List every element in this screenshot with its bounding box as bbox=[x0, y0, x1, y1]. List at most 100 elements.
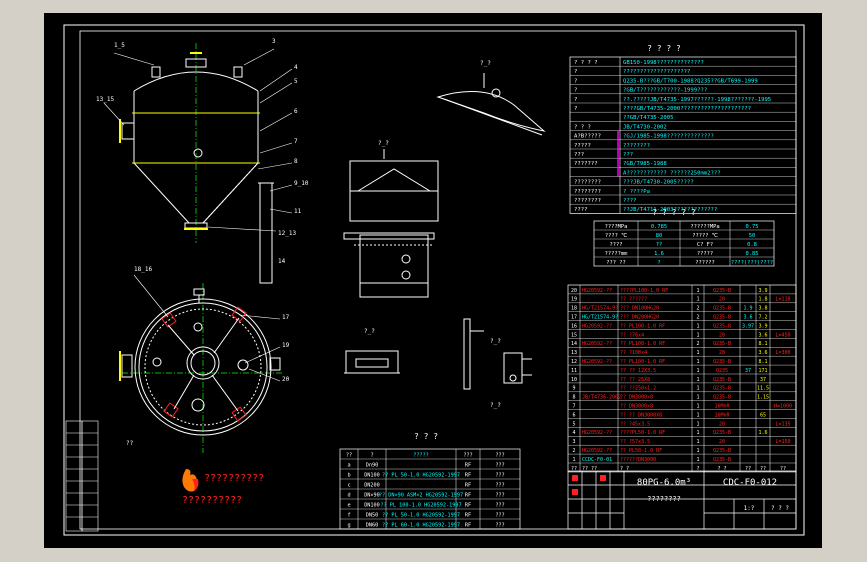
parts-cell: 1 bbox=[696, 421, 699, 427]
tech-row-text: ? ????Pa bbox=[623, 189, 650, 195]
parts-cell: 20 bbox=[719, 350, 725, 356]
label-1-5: 1_5 bbox=[114, 42, 125, 49]
tech-row-label: A?B????? bbox=[574, 134, 601, 140]
drawing-subtitle: ???????? bbox=[647, 495, 681, 503]
tech-row-label: ??? bbox=[574, 152, 584, 158]
product-name: 80PG-6.0m³ bbox=[637, 478, 691, 488]
design-cell: 80 bbox=[656, 233, 663, 239]
nozzle-cell: ??? bbox=[495, 503, 504, 509]
parts-cell: Q235-B bbox=[713, 315, 731, 321]
parts-cell: 3.9 bbox=[758, 323, 767, 329]
nozzle-cell: Dn90 bbox=[366, 463, 379, 469]
tech-row-text: ??.?????JB/T4735-1997??????-1998???????-… bbox=[623, 97, 771, 103]
detail-label-f: ?? bbox=[126, 440, 134, 447]
parts-cell: 1 bbox=[696, 332, 699, 338]
parts-cell: 3 bbox=[572, 439, 575, 445]
parts-cell: ????PL100-1.0 RF bbox=[620, 288, 668, 294]
tech-row-text: ?GB/T985-1988 bbox=[623, 161, 667, 167]
parts-cell: 11 bbox=[571, 368, 577, 374]
parts-cell: 3.6 bbox=[758, 350, 767, 356]
tech-row-text: A???????????? ??????250mm2??? bbox=[623, 170, 721, 176]
parts-cell: ????PL50-1.0 RF bbox=[620, 430, 665, 436]
nozzle-cell: RF bbox=[465, 463, 471, 469]
parts-cell: L=150 bbox=[775, 439, 790, 445]
nozzle-cell: g bbox=[347, 523, 350, 529]
label-9-10: 9_10 bbox=[294, 180, 309, 187]
nozzle-cell: DN100 bbox=[364, 473, 380, 479]
nozzle-cell: RF bbox=[465, 493, 471, 499]
nozzle-cell: ??? bbox=[495, 473, 504, 479]
cad-drawing[interactable]: 1_5 3 4 5 6 7 8 9_10 11 12_13 13_15 14 bbox=[44, 13, 822, 548]
drawing-number: CDC-F0-012 bbox=[723, 478, 777, 488]
tech-row-text: ??GB/T4735-2005 bbox=[623, 115, 674, 121]
tech-row-label: ? bbox=[574, 69, 577, 75]
nozzle-cell: d bbox=[347, 493, 350, 499]
parts-cell: HG20592-?? bbox=[582, 323, 612, 329]
drawing-sheet: ? ? ? bbox=[771, 505, 789, 512]
tech-row-label: ???????? bbox=[574, 180, 601, 186]
tech-row-label: ? bbox=[574, 106, 577, 112]
parts-cell: 10 bbox=[571, 377, 577, 383]
parts-cell: 1 bbox=[696, 297, 699, 303]
tech-row-text: ???? bbox=[623, 198, 636, 204]
parts-cell: L=450 bbox=[775, 332, 790, 338]
parts-cell: 65 bbox=[760, 412, 766, 418]
parts-cell: 20 bbox=[719, 439, 725, 445]
parts-cell: 12 bbox=[571, 359, 577, 365]
parts-cell: ?? bbox=[780, 466, 786, 472]
parts-cell: L=118 bbox=[775, 297, 790, 303]
detail-labels: ?_? ?_? ?_? ?_? ?_? ?? bbox=[126, 60, 501, 447]
nozzle-cell: ??? bbox=[495, 493, 504, 499]
parts-cell: ?? ?108x4 bbox=[620, 350, 647, 356]
parts-cell: 3.8 bbox=[758, 306, 767, 312]
detail-views[interactable] bbox=[343, 73, 546, 390]
detail-label-a: ?_? bbox=[480, 60, 491, 67]
tech-row-label: ? ? ? ? bbox=[574, 60, 598, 66]
design-cell: ????? ℃ bbox=[692, 233, 718, 239]
parts-cell: ?? DN3000x8 bbox=[620, 404, 653, 410]
top-view[interactable] bbox=[119, 274, 284, 453]
tech-row-label: ???????? bbox=[574, 198, 601, 204]
title-block bbox=[567, 470, 797, 530]
parts-cell: 1 bbox=[696, 323, 699, 329]
label-20: 20 bbox=[282, 376, 290, 383]
parts-cell: 8.1 bbox=[758, 341, 767, 347]
tech-requirements-table: ? ? ? ?GB150-1998???????????????????????… bbox=[569, 56, 797, 214]
label-7: 7 bbox=[294, 138, 298, 145]
parts-cell: 1 bbox=[696, 404, 699, 410]
parts-cell: ??? DN100HG20 bbox=[620, 306, 659, 312]
front-view[interactable] bbox=[103, 43, 293, 284]
nozzle-cell: a bbox=[347, 463, 350, 469]
parts-cell: ??????DN3000 bbox=[620, 457, 656, 463]
nozzle-cell: ??? bbox=[495, 513, 504, 519]
parts-cell: HG20592-?? bbox=[582, 430, 612, 436]
parts-cell: 4 bbox=[572, 430, 575, 436]
parts-cell: 1 bbox=[572, 457, 575, 463]
nozzle-cell: e bbox=[347, 503, 350, 509]
nozzle-cell: f bbox=[347, 513, 350, 519]
parts-cell: 17 bbox=[571, 315, 577, 321]
logo-text-line1: ?????????? bbox=[204, 473, 264, 484]
tech-row-label: ????? bbox=[574, 143, 591, 149]
parts-cell: 37 bbox=[745, 368, 751, 374]
nozzle-cell: ?? PL 100-1.0 HG20592-1997 bbox=[380, 503, 461, 509]
parts-cell: 7.2 bbox=[758, 315, 767, 321]
parts-cell: 1.8 bbox=[758, 297, 767, 303]
tech-row-text: ???????? bbox=[623, 143, 650, 149]
parts-cell: 1 bbox=[696, 377, 699, 383]
label-12-13: 12_13 bbox=[278, 230, 296, 237]
nozzle-cell: DN100 bbox=[364, 503, 380, 509]
parts-cell: ?? ?57x3.5 bbox=[620, 439, 650, 445]
tech-row-label: ???????? bbox=[574, 189, 601, 195]
tech-table-frame bbox=[569, 56, 797, 214]
drawing-viewport[interactable]: 1_5 3 4 5 6 7 8 9_10 11 12_13 13_15 14 bbox=[44, 13, 822, 548]
parts-cell: ?? ?????? bbox=[620, 297, 647, 303]
parts-cell: ?? ?? 25X8 bbox=[620, 377, 650, 383]
parts-cell: Q235-B bbox=[713, 386, 731, 392]
label-17: 17 bbox=[282, 314, 290, 321]
parts-cell: 1 bbox=[696, 430, 699, 436]
parts-cell: ?? ?? DN3000X8 bbox=[620, 412, 662, 418]
parts-cell: HG/T21574-9? bbox=[582, 306, 618, 312]
design-cell: ? bbox=[657, 260, 660, 266]
